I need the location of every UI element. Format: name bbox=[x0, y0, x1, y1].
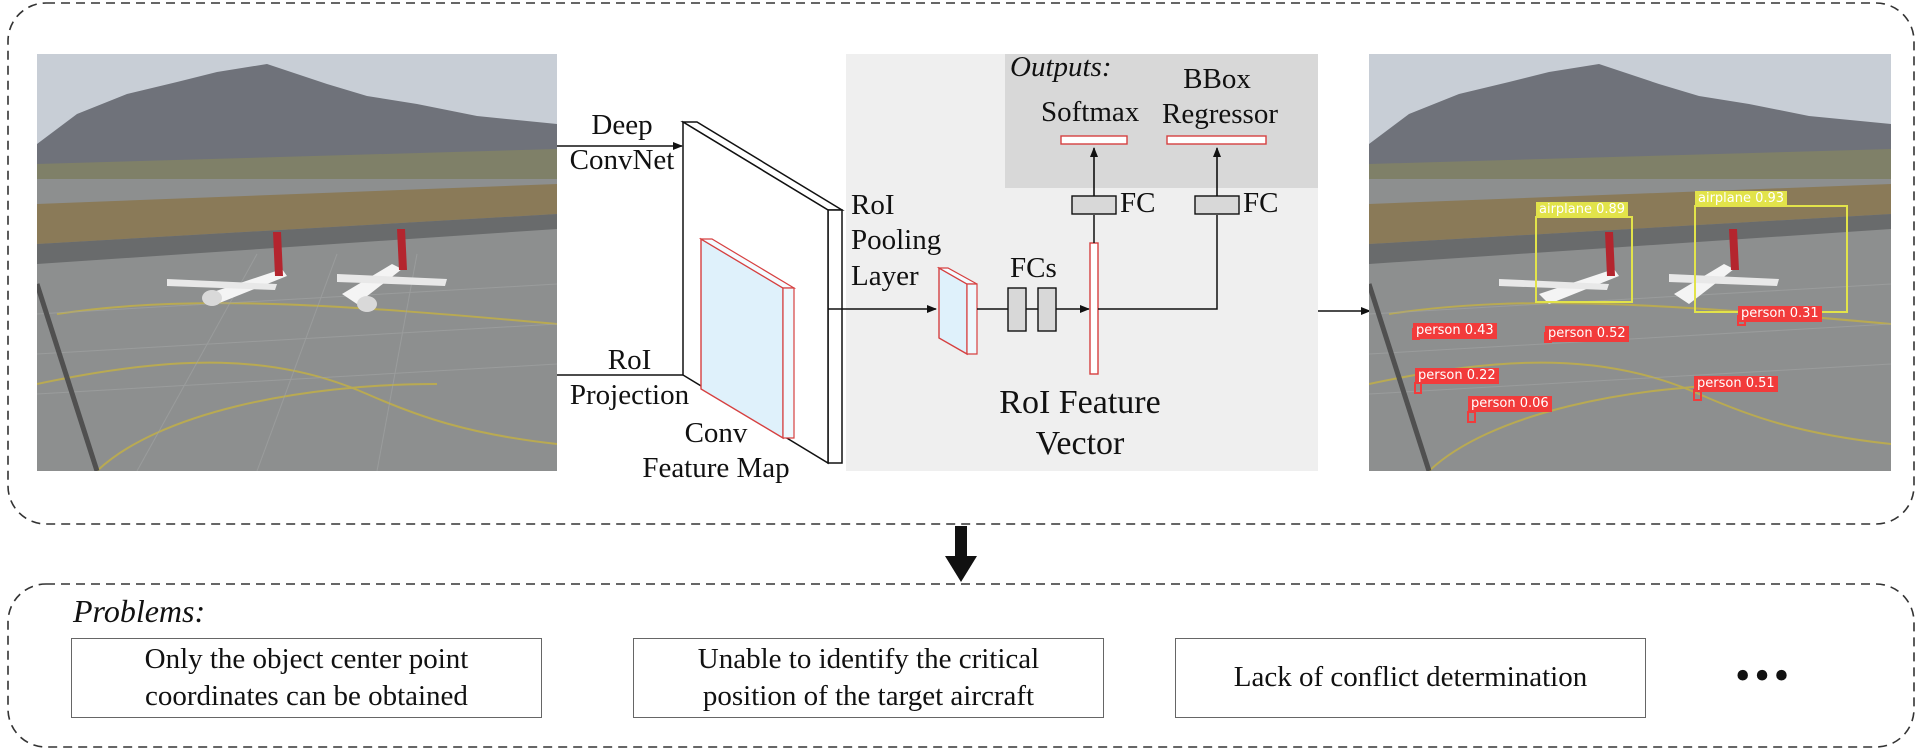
detection-label: person 0.51 bbox=[1694, 376, 1778, 392]
softmax-output-bar bbox=[1060, 135, 1128, 145]
detection-label: airplane 0.93 bbox=[1695, 191, 1788, 207]
roi-pooling-layer-label-line: Layer bbox=[851, 259, 919, 292]
fc-softmax-label: FC bbox=[1120, 187, 1156, 219]
problem-item-line: Only the object center point bbox=[144, 642, 469, 675]
problem-item-critical-position: Unable to identify the critical position… bbox=[633, 638, 1104, 718]
problem-item-line: Lack of conflict determination bbox=[1233, 661, 1588, 694]
person-box-5 bbox=[1467, 411, 1476, 423]
detection-label: person 0.22 bbox=[1415, 368, 1499, 384]
detection-label: person 0.31 bbox=[1738, 306, 1822, 322]
problem-item-center-point: Only the object center point coordinates… bbox=[71, 638, 542, 718]
down-arrow-icon bbox=[945, 526, 977, 582]
fc-layer-1 bbox=[1007, 287, 1027, 332]
problem-item-line: position of the target aircraft bbox=[702, 680, 1035, 712]
deep-convnet-label-line: ConvNet bbox=[569, 144, 675, 177]
input-airport-image bbox=[37, 54, 557, 471]
problem-item-line: Unable to identify the critical bbox=[697, 642, 1040, 675]
detection-label: person 0.43 bbox=[1413, 323, 1497, 339]
detection-label: person 0.06 bbox=[1468, 396, 1552, 412]
pipeline-frame bbox=[7, 2, 1915, 525]
detection-label: airplane 0.89 bbox=[1536, 202, 1629, 218]
roi-projection-label: RoI Projection bbox=[562, 343, 697, 414]
conv-feature-map-label: Conv Feature Map bbox=[632, 416, 800, 487]
airplane-left bbox=[167, 232, 287, 306]
bbox-output-bar bbox=[1166, 135, 1267, 145]
problems-title: Problems: bbox=[73, 593, 206, 629]
conv-feature-map-label-line: Conv bbox=[684, 417, 748, 449]
bbox-regressor-label-line: Regressor bbox=[1162, 98, 1278, 131]
detection-label: person 0.52 bbox=[1545, 326, 1629, 342]
fc-bbox-box bbox=[1194, 195, 1240, 215]
fc-bbox-label: FC bbox=[1243, 187, 1279, 219]
problem-item-conflict: Lack of conflict determination bbox=[1175, 638, 1646, 718]
roi-projection-label-line: RoI bbox=[607, 344, 652, 376]
roi-feature-vector-label-line: RoI Feature bbox=[999, 384, 1161, 421]
problem-item-line: coordinates can be obtained bbox=[145, 680, 468, 712]
airplane-right bbox=[337, 229, 447, 312]
fcs-label: FCs bbox=[1010, 252, 1057, 284]
conv-feature-map bbox=[680, 120, 845, 465]
bbox-regressor-label: BBox Regressor bbox=[1162, 62, 1278, 133]
outputs-panel bbox=[1005, 54, 1318, 188]
problems-frame bbox=[7, 583, 1915, 748]
roi-feature-vector-bar bbox=[1089, 242, 1099, 375]
roi-pooling-layer-label-line: Pooling bbox=[851, 224, 942, 257]
roi-pooling-layer-label-line: RoI bbox=[851, 189, 895, 221]
roi-feature-vector-label-line: Vector bbox=[1035, 425, 1125, 463]
roi-pooling-layer-label: RoI Pooling Layer bbox=[851, 188, 941, 294]
deep-convnet-label-line: Deep bbox=[591, 109, 653, 141]
fc-layer-2 bbox=[1037, 287, 1057, 332]
softmax-label: Softmax bbox=[1041, 96, 1140, 128]
roi-feature-vector-label: RoI Feature Vector bbox=[960, 382, 1200, 465]
pooled-roi-feature bbox=[936, 266, 978, 356]
roi-projection-label-line: Projection bbox=[569, 379, 690, 412]
more-ellipsis: ••• bbox=[1735, 651, 1794, 700]
fc-softmax-box bbox=[1071, 195, 1117, 215]
outputs-label: Outputs: bbox=[1010, 51, 1112, 83]
bbox-regressor-label-line: BBox bbox=[1183, 63, 1251, 95]
output-detection-image: airplane 0.89 airplane 0.93 person 0.43 … bbox=[1369, 54, 1891, 471]
conv-feature-map-label-line: Feature Map bbox=[642, 452, 790, 485]
deep-convnet-label: Deep ConvNet bbox=[562, 108, 682, 179]
